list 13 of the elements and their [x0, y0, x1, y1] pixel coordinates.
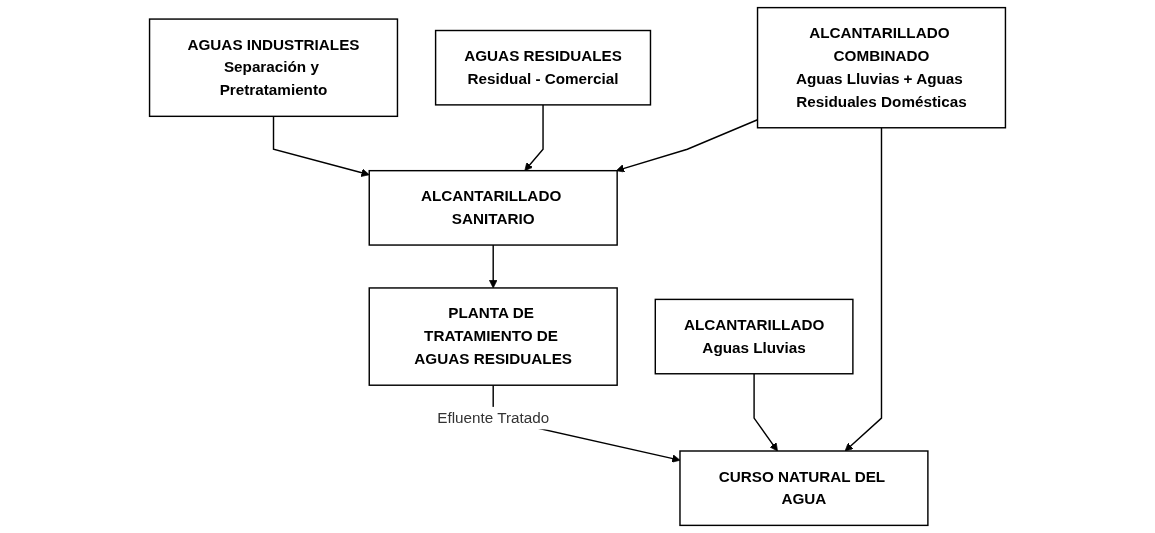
node-box: ALCANTARILLADO COMBINADO Aguas Lluvias + Aguas Residuales Domésticas — [756, 6, 1007, 129]
arrow — [524, 104, 544, 172]
arrow — [753, 373, 778, 452]
arrow — [272, 115, 370, 177]
node-box: PLANTA DE TRATAMIENTO DE AGUAS RESIDUALES — [368, 287, 618, 386]
node-box: ALCANTARILLADO Aguas Lluvias — [654, 298, 854, 375]
node-box: AGUAS RESIDUALES Residual - Comercial — [434, 29, 652, 106]
node-box: AGUAS INDUSTRIALES Separación y Pretratamiento — [148, 18, 399, 118]
node-box: CURSO NATURAL DEL AGUA — [679, 450, 929, 527]
arrow — [844, 127, 883, 452]
arrow — [489, 244, 498, 289]
edge-label: Efluente Tratado — [437, 409, 550, 426]
node-box: ALCANTARILLADO SANITARIO — [368, 169, 618, 246]
